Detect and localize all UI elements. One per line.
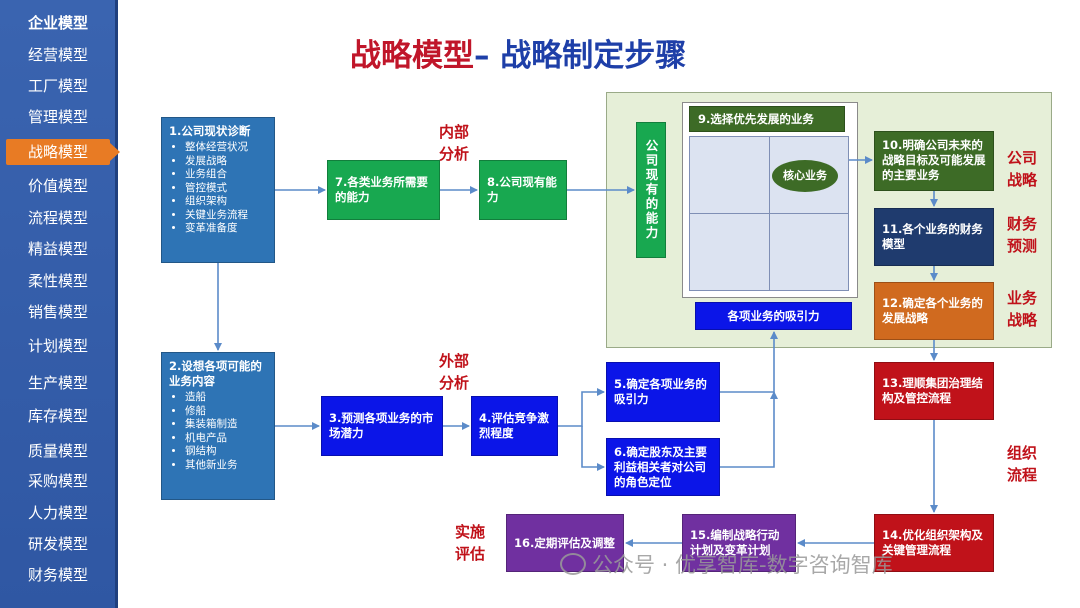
label-external-analysis: 外部分析 (438, 352, 469, 392)
step-2-title: 2.设想各项可能的业务内容 (169, 359, 262, 388)
sidebar-item-operation-model[interactable]: 经营模型 (27, 46, 88, 64)
step-1-item: 业务组合 (185, 168, 267, 182)
step-2-item: 机电产品 (185, 432, 267, 446)
step-1-item: 发展战略 (185, 155, 267, 169)
sidebar-item-value-model[interactable]: 价值模型 (27, 177, 88, 195)
step-3-market-potential: 3.预测各项业务的市场潜力 (321, 396, 443, 456)
step-2-item: 集装箱制造 (185, 418, 267, 432)
step-8-current-capabilities: 8.公司现有能力 (479, 160, 567, 220)
step-1-item: 整体经营状况 (185, 141, 267, 155)
sidebar-item-purchasing-model[interactable]: 采购模型 (27, 472, 88, 490)
step-2-possible-businesses: 2.设想各项可能的业务内容 造船 修船 集装箱制造 机电产品 钢结构 其他新业务 (161, 352, 275, 500)
step-15-action-plan: 15.编制战略行动计划及变革计划 (682, 514, 796, 572)
step-9-priority-businesses: 9.选择优先发展的业务 (689, 106, 845, 132)
arrow-6-to-attractiveness (720, 391, 778, 468)
sidebar-item-process-model[interactable]: 流程模型 (27, 209, 88, 227)
step-2-item: 修船 (185, 405, 267, 419)
active-pointer-arrow-icon (110, 143, 120, 161)
sidebar-nav: 企业模型 经营模型 工厂模型 管理模型 战略模型 价值模型 流程模型 精益模型 … (0, 0, 118, 608)
sidebar-item-lean-model[interactable]: 精益模型 (27, 240, 88, 258)
step-6-stakeholder-positioning: 6.确定股东及主要利益相关者对公司的角色定位 (606, 438, 720, 496)
sidebar-item-flexible-model[interactable]: 柔性模型 (27, 272, 88, 290)
sidebar-item-strategy-model[interactable]: 战略模型 (6, 139, 110, 165)
step-2-item: 造船 (185, 391, 267, 405)
sidebar-item-factory-model[interactable]: 工厂模型 (27, 77, 88, 95)
step-10-strategic-goals: 10.明确公司未来的战略目标及可能发展的主要业务 (874, 131, 994, 191)
step-2-item: 其他新业务 (185, 459, 267, 473)
step-7-required-capabilities: 7.各类业务所需要的能力 (327, 160, 440, 220)
step-2-list: 造船 修船 集装箱制造 机电产品 钢结构 其他新业务 (169, 391, 267, 472)
step-1-company-diagnosis: 1.公司现状诊断 整体经营状况 发展战略 业务组合 管控模式 组织架构 关键业务… (161, 117, 275, 263)
arrow-4-to-6 (581, 426, 605, 471)
business-matrix-grid (689, 136, 849, 291)
business-attractiveness-bar: 各项业务的吸引力 (695, 302, 852, 330)
label-implementation-evaluation: 实施评估 (454, 523, 485, 563)
title-part-blue: – 战略制定步骤 (474, 38, 687, 74)
watermark: 公众号 · 优享智库-数字咨询智库 (560, 549, 893, 579)
sidebar-item-production-model[interactable]: 生产模型 (27, 374, 88, 392)
step-1-title: 1.公司现状诊断 (169, 124, 251, 138)
sidebar-item-rd-model[interactable]: 研发模型 (27, 535, 88, 553)
step-1-item: 关键业务流程 (185, 209, 267, 223)
step-4-competition-intensity: 4.评估竞争激烈程度 (471, 396, 558, 456)
label-financial-forecast: 财务预测 (1006, 215, 1037, 255)
title-part-red: 战略模型 (350, 38, 474, 74)
step-5-business-attractiveness: 5.确定各项业务的吸引力 (606, 362, 720, 422)
step-1-list: 整体经营状况 发展战略 业务组合 管控模式 组织架构 关键业务流程 变革准备度 (169, 141, 267, 236)
step-1-item: 变革准备度 (185, 222, 267, 236)
step-11-financial-model: 11.各个业务的财务模型 (874, 208, 994, 266)
sidebar-item-quality-model[interactable]: 质量模型 (27, 442, 88, 460)
label-company-strategy: 公司战略 (1006, 149, 1037, 189)
step-13-group-governance: 13.理顺集团治理结构及管控流程 (874, 362, 994, 420)
arrow-4-to-5 (558, 388, 605, 427)
wechat-icon (560, 553, 586, 575)
label-organization-process: 组织流程 (1006, 444, 1037, 484)
sidebar-item-hr-model[interactable]: 人力模型 (27, 504, 88, 522)
sidebar-item-finance-model[interactable]: 财务模型 (27, 566, 88, 584)
page-title: 战略模型– 战略制定步骤 (350, 30, 686, 75)
sidebar-item-inventory-model[interactable]: 库存模型 (27, 407, 88, 425)
step-2-item: 钢结构 (185, 445, 267, 459)
sidebar-item-planning-model[interactable]: 计划模型 (27, 337, 88, 355)
step-1-item: 管控模式 (185, 182, 267, 196)
watermark-text: 公众号 · 优享智库-数字咨询智库 (592, 553, 893, 577)
step-1-item: 组织架构 (185, 195, 267, 209)
label-internal-analysis: 内部分析 (438, 123, 469, 163)
sidebar-item-management-model[interactable]: 管理模型 (27, 108, 88, 126)
sidebar-item-enterprise-model[interactable]: 企业模型 (27, 14, 88, 32)
matrix-horizontal-divider (690, 213, 848, 214)
label-business-strategy: 业务战略 (1006, 289, 1037, 329)
existing-capabilities-bar: 公司现有的能力 (636, 122, 666, 258)
step-12-business-strategy: 12.确定各个业务的发展战略 (874, 282, 994, 340)
step-14-organization-optimization: 14.优化组织架构及关键管理流程 (874, 514, 994, 572)
sidebar-item-sales-model[interactable]: 销售模型 (27, 303, 88, 321)
core-business-ellipse: 核心业务 (772, 160, 838, 192)
